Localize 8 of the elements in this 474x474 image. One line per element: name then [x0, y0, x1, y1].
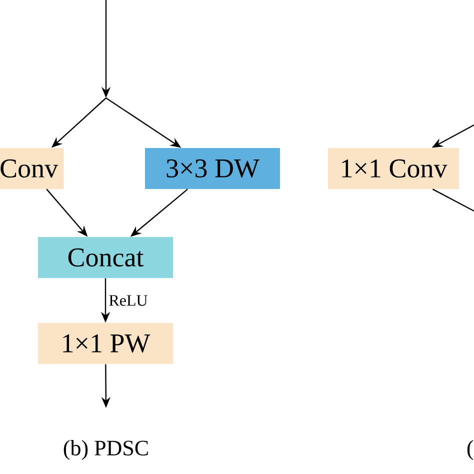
process-box: Conv [0, 148, 64, 189]
process-box: Concat [38, 237, 173, 278]
caption: (b) PDSC [64, 440, 148, 460]
process-box: 1×1 Conv [328, 148, 459, 189]
process-box: 3×3 DW [145, 148, 280, 189]
caption: ( [467, 440, 474, 460]
process-box: 1×1 PW [38, 323, 173, 364]
edge-label: ReLU [108, 294, 149, 307]
